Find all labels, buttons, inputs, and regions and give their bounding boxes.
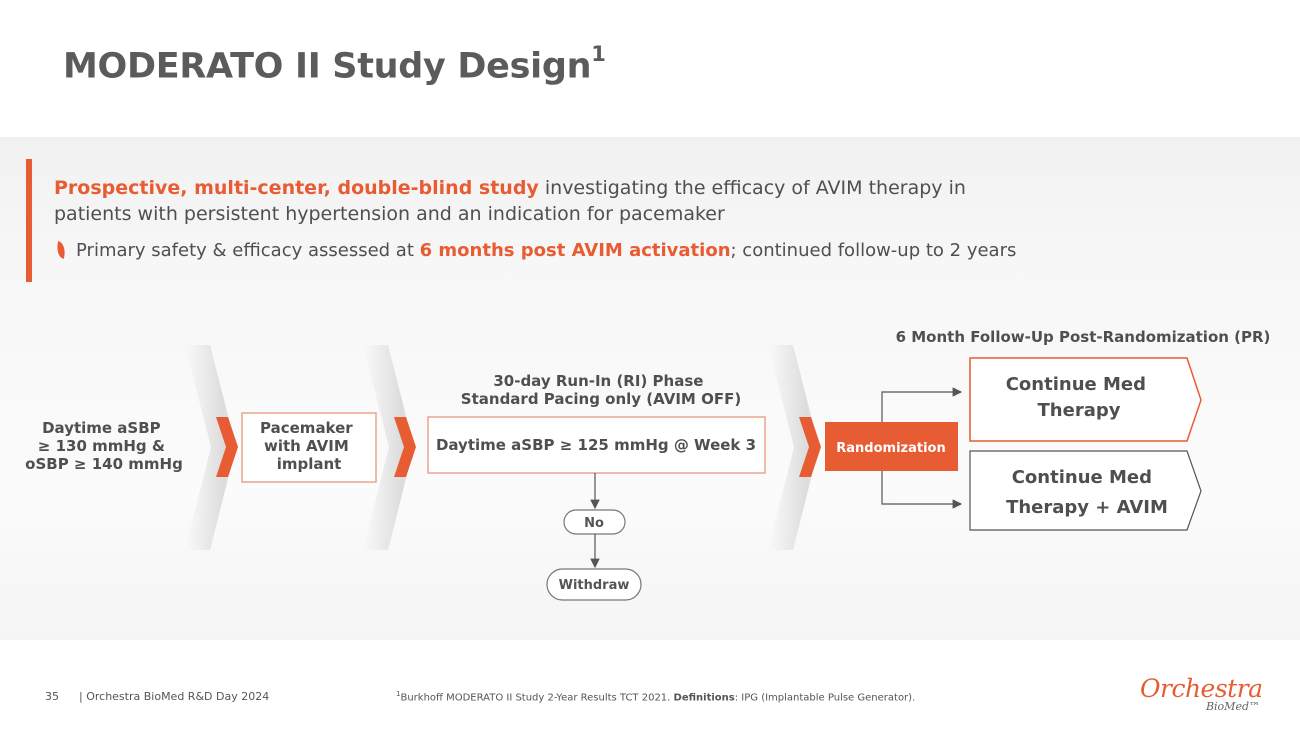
footnote: 1Burkhoff MODERATO II Study 2-Year Resul… bbox=[396, 690, 916, 704]
svg-text:Continue Med Therapy: Continue Med Therapy bbox=[1006, 374, 1153, 421]
chevron-separator-1 bbox=[185, 345, 238, 550]
follow-up-label: 6 Month Follow-Up Post-Randomization (PR… bbox=[896, 328, 1271, 346]
intro-highlight: Prospective, multi-center, double-blind … bbox=[54, 177, 539, 199]
svg-text:Continue Med Therapy + A: Continue Med Therapy + AVIM bbox=[1006, 467, 1168, 518]
logo-subtext: BioMed™ bbox=[1205, 700, 1260, 713]
svg-text:Daytime aSBP ≥ 125 mmHg @ Week: Daytime aSBP ≥ 125 mmHg @ Week 3 bbox=[436, 436, 756, 454]
logo-wordmark: Orchestra bbox=[1140, 674, 1263, 703]
svg-text:Randomization: Randomization bbox=[836, 441, 945, 456]
arm-med-therapy: Continue Med Therapy bbox=[969, 357, 1202, 442]
branch-to-arm1 bbox=[881, 387, 963, 422]
branch-to-arm2 bbox=[881, 471, 963, 509]
intro-rest: investigating the efficacy of AVIM thera… bbox=[54, 177, 966, 225]
accent-bar bbox=[26, 159, 32, 282]
arm-med-therapy-avim: Continue Med Therapy + AVIM bbox=[969, 450, 1202, 531]
svg-text:Pacemaker with AVIM: Pacemaker with AVIM implant bbox=[260, 419, 358, 473]
run-in-label: 30-day Run-In (RI) Phase Standard Pacing… bbox=[461, 372, 741, 408]
page-number: 35 bbox=[45, 690, 59, 703]
footer-event: | Orchestra BioMed R&D Day 2024 bbox=[79, 690, 270, 703]
no-pill: No bbox=[563, 509, 626, 535]
svg-text:No: No bbox=[584, 516, 604, 531]
entry-criteria: Daytime aSBP ≥ 130 mmHg & oSBP ≥ 140 mmH… bbox=[25, 419, 183, 473]
chevron-separator-3 bbox=[768, 345, 821, 550]
orchestra-biomed-logo: Orchestra BioMed™ bbox=[1140, 674, 1263, 714]
bullet-primary-endpoint: Primary safety & efficacy assessed at 6 … bbox=[54, 238, 1054, 264]
randomization-box: Randomization bbox=[825, 422, 958, 471]
run-in-criteria-box: Daytime aSBP ≥ 125 mmHg @ Week 3 bbox=[427, 416, 766, 474]
chevron-separator-2 bbox=[363, 345, 416, 550]
withdraw-pill: Withdraw bbox=[546, 568, 642, 601]
svg-text:Withdraw: Withdraw bbox=[559, 578, 630, 593]
footer-page-info: 35 | Orchestra BioMed R&D Day 2024 bbox=[45, 690, 275, 703]
title-footnote-marker: 1 bbox=[591, 42, 606, 66]
pacemaker-box: Pacemaker with AVIM implant bbox=[241, 412, 377, 483]
slide-title: MODERATO II Study Design1 bbox=[63, 42, 606, 87]
intro-paragraph: Prospective, multi-center, double-blind … bbox=[54, 175, 984, 227]
